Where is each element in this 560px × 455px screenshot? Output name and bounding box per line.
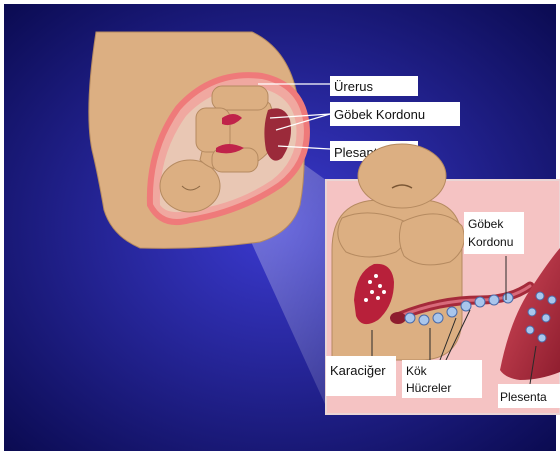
detail-label-cord-1: Göbek xyxy=(468,217,504,231)
baby-head xyxy=(358,144,446,208)
detail-label-stem-1: Kök xyxy=(406,364,428,378)
stem-cell xyxy=(447,307,457,317)
baby-arm-right xyxy=(399,214,464,265)
stem-cell xyxy=(489,295,499,305)
label-cord: Göbek Kordonu xyxy=(334,107,425,122)
stem-cell xyxy=(461,301,471,311)
navel xyxy=(390,312,406,324)
detail-label-cord-2: Kordonu xyxy=(468,235,513,249)
stem-cell xyxy=(433,313,443,323)
detail-label-liver: Karaciğer xyxy=(330,363,386,378)
stem-cell xyxy=(475,297,485,307)
detail-label-stem-2: Hücreler xyxy=(406,381,451,395)
stem-cell xyxy=(419,315,429,325)
detail-label-placenta: Plesenta xyxy=(500,390,547,404)
label-uterus: Ürerus xyxy=(334,79,374,94)
stem-cell xyxy=(503,293,513,303)
stem-cell xyxy=(405,313,415,323)
baby-arm-left xyxy=(338,213,408,257)
fetus-leg-upper xyxy=(212,86,268,110)
